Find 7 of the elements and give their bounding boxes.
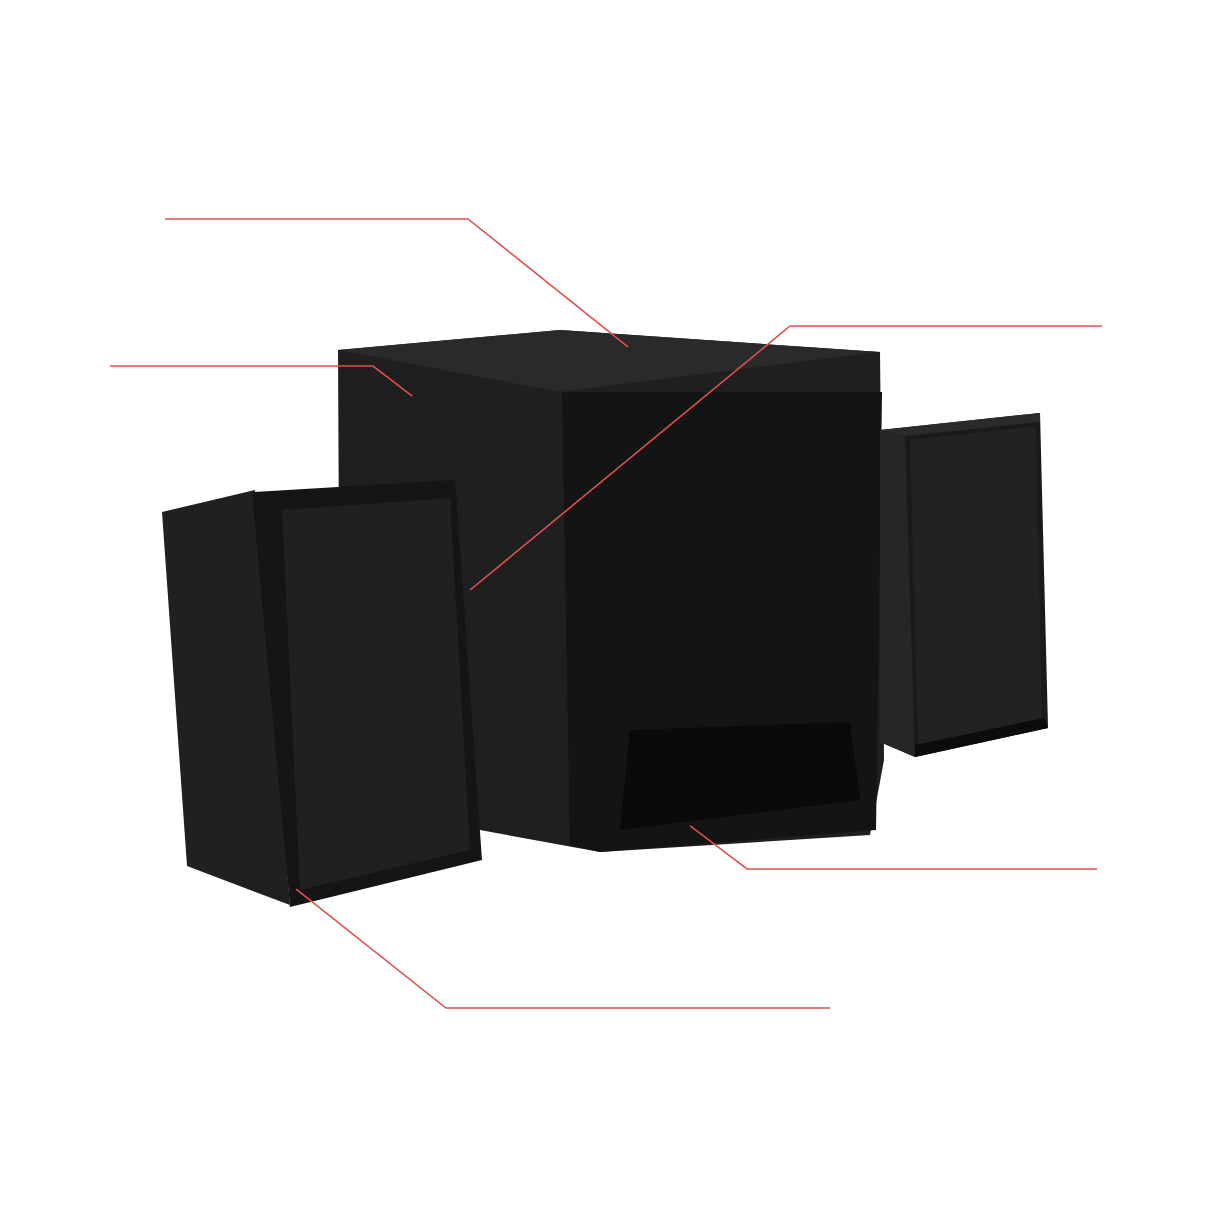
speaker-drawing	[162, 480, 482, 907]
leader-line	[164, 218, 629, 348]
speaker-drawing	[880, 413, 1048, 757]
leader-line	[109, 365, 414, 397]
leader-line	[295, 888, 831, 1009]
leader-line	[469, 325, 1103, 591]
leader-line	[689, 825, 1098, 870]
